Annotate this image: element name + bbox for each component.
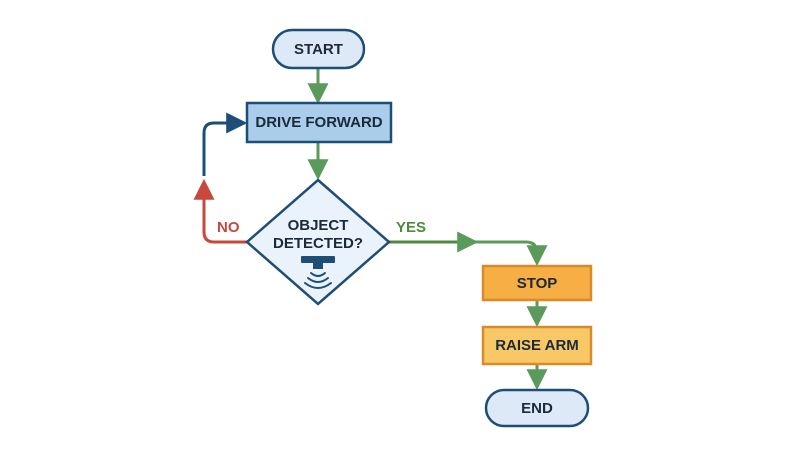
no-branch-label: NO bbox=[217, 219, 240, 236]
end-label: END bbox=[521, 400, 553, 417]
decision-label-line2: DETECTED? bbox=[273, 235, 363, 252]
raise-arm-label: RAISE ARM bbox=[495, 337, 579, 354]
stop-label: STOP bbox=[517, 275, 558, 292]
decision-label-line1: OBJECT bbox=[288, 217, 349, 234]
arrow-yes-to-stop bbox=[474, 240, 548, 267]
drive-forward-node: DRIVE FORWARD bbox=[245, 101, 393, 144]
connectors bbox=[193, 68, 548, 391]
start-node: START bbox=[271, 28, 366, 70]
yes-branch-label: YES bbox=[396, 219, 426, 236]
start-label: START bbox=[294, 41, 343, 58]
end-node: END bbox=[484, 388, 590, 428]
raise-arm-node: RAISE ARM bbox=[481, 325, 593, 366]
stop-node: STOP bbox=[481, 264, 593, 302]
arrow-no-branch bbox=[193, 178, 247, 244]
arrow-loop-to-drive bbox=[202, 112, 248, 176]
object-detected-decision: OBJECT DETECTED? bbox=[245, 178, 391, 306]
proximity-sensor-icon bbox=[301, 256, 335, 289]
drive-forward-label: DRIVE FORWARD bbox=[255, 114, 382, 131]
